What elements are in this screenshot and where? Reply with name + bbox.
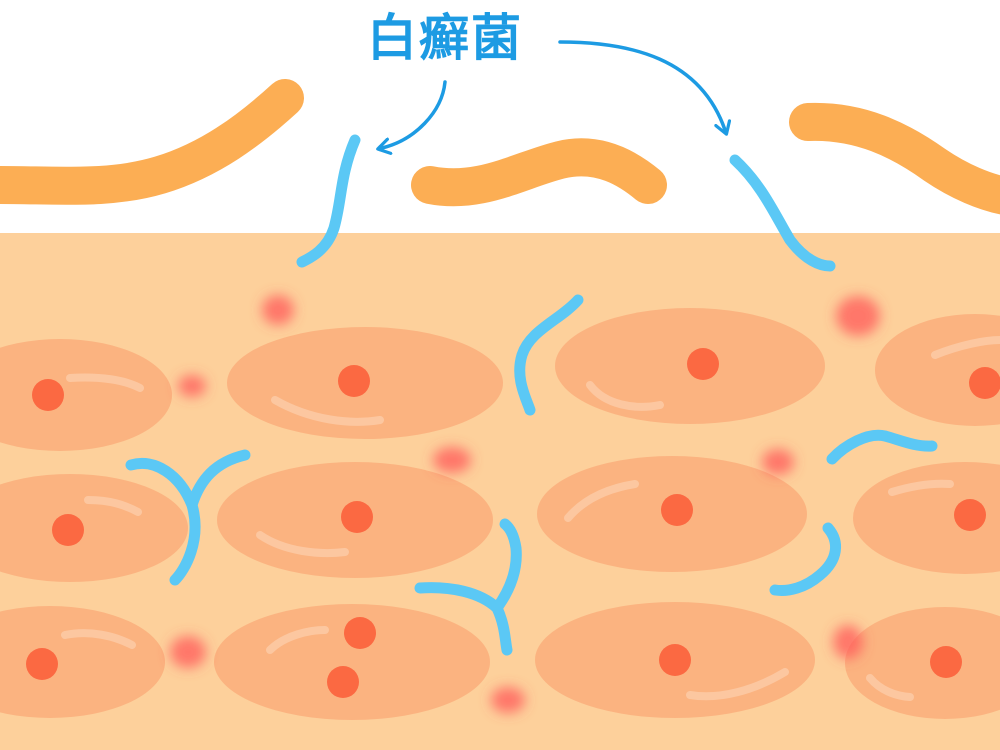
- cell-nucleus: [954, 499, 986, 531]
- inflammation-spot: [491, 687, 525, 713]
- arrow-right: [558, 40, 725, 130]
- skin-cell: [0, 474, 188, 582]
- skin-cell: [217, 462, 493, 578]
- cell-nucleus: [969, 367, 1000, 399]
- arrow-left: [382, 80, 447, 148]
- fungus-hypha: [491, 518, 522, 614]
- skin-cell: [845, 607, 1000, 719]
- cell-nucleus: [659, 644, 691, 676]
- fungus-hypha: [186, 449, 251, 511]
- hair-strands: [0, 79, 1000, 215]
- cell-nucleus: [341, 501, 373, 533]
- cell-nucleus: [930, 646, 962, 678]
- cell-nucleus: [338, 365, 370, 397]
- skin-cell: [537, 456, 807, 572]
- cell-nucleus: [26, 648, 58, 680]
- cell-nucleus: [661, 494, 693, 526]
- inflammation-spot: [762, 449, 794, 475]
- inflammation-spot: [178, 375, 206, 397]
- skin-cell: [214, 604, 490, 720]
- fungus-hypha: [769, 522, 841, 596]
- skin-cell: [0, 606, 165, 718]
- fungus-label: 白癬菌: [367, 9, 523, 67]
- cell-nucleus: [52, 514, 84, 546]
- skin-cells: [0, 308, 1000, 720]
- skin-cell: [853, 462, 1000, 574]
- fungus-hypha: [826, 429, 938, 465]
- inflammation-spot: [262, 295, 294, 325]
- inflammation-spots: [170, 295, 880, 713]
- cell-nucleus: [344, 617, 376, 649]
- hair-strand: [0, 79, 304, 205]
- fungus-hypha: [296, 134, 361, 268]
- cell-nucleus: [327, 666, 359, 698]
- hair-strand: [789, 102, 1000, 215]
- inflammation-spot: [836, 296, 880, 336]
- skin-cell: [535, 602, 815, 718]
- callout-arrows: [382, 40, 725, 148]
- inflammation-spot: [833, 625, 863, 659]
- fungus-hypha: [729, 154, 836, 272]
- inflammation-spot: [170, 636, 206, 668]
- skin-cell: [555, 308, 825, 424]
- inflammation-spot: [433, 447, 471, 473]
- skin-cell: [227, 327, 503, 439]
- skin-cell: [875, 314, 1000, 426]
- fungal-hyphae: [125, 134, 938, 656]
- cell-nucleus: [32, 379, 64, 411]
- skin-layer: [0, 233, 1000, 750]
- fungus-hypha: [514, 294, 584, 416]
- cell-nucleus: [687, 348, 719, 380]
- skin-cell: [0, 339, 172, 451]
- hair-strand: [411, 138, 667, 207]
